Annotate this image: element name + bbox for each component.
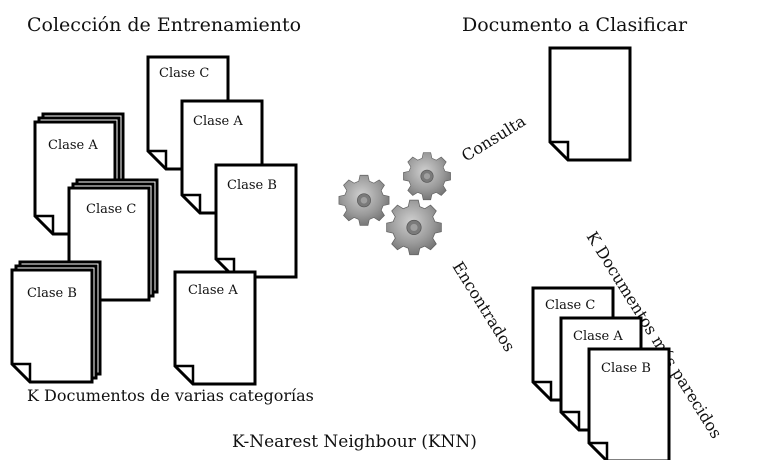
doc-single-class-b: Clase B <box>214 163 298 279</box>
doc-single-class-c-top: Clase C <box>146 55 230 171</box>
doc-stack-class-a: Clase A <box>35 114 123 234</box>
doc-label-class-c: Clase C <box>86 202 136 217</box>
doc-label-class-a: Clase A <box>48 138 98 153</box>
result-doc-class-b: Clase B <box>587 347 671 460</box>
doc-stack-class-b: Clase B <box>12 262 100 382</box>
doc-single-class-a-bottom: Clase A <box>173 270 257 386</box>
doc-label-class-b: Clase B <box>27 286 77 301</box>
result-doc-class-a: Clase A <box>559 316 643 432</box>
result-doc-class-c: Clase C <box>531 286 615 402</box>
gears-icon <box>338 152 451 256</box>
doc-label-class-c: Clase C <box>545 298 595 313</box>
doc-single-class-a-top: Clase A <box>180 99 264 215</box>
query-arrow-label: Consulta <box>458 111 529 165</box>
method-caption: K-Nearest Neighbour (KNN) <box>232 432 477 452</box>
doc-label-class-b: Clase B <box>227 178 277 193</box>
doc-stack-class-c: Clase C <box>69 180 157 300</box>
query-title: Documento a Clasificar <box>462 14 688 36</box>
doc-label-class-b: Clase B <box>601 361 651 376</box>
doc-label-class-a: Clase A <box>573 329 623 344</box>
query-document <box>548 46 632 162</box>
training-title: Colección de Entrenamiento <box>27 14 301 36</box>
doc-label-class-a: Clase A <box>193 114 243 129</box>
found-label: Encontrados <box>449 258 519 355</box>
doc-label-class-a: Clase A <box>188 283 238 298</box>
training-caption: K Documentos de varias categorías <box>27 386 314 405</box>
doc-label-class-c: Clase C <box>159 66 209 81</box>
